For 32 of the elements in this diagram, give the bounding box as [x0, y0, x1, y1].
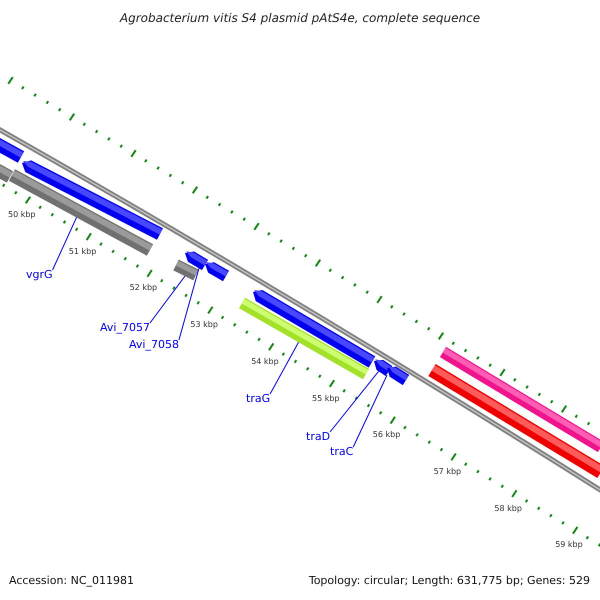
- gene-bar: [239, 298, 369, 380]
- gene-bar: [0, 135, 24, 163]
- leader-line: [52, 216, 78, 270]
- gene-block: [205, 262, 229, 282]
- gene-bar: [8, 169, 154, 256]
- leader-line: [149, 276, 186, 324]
- gene-bar: [428, 364, 600, 478]
- gene-block: [387, 366, 410, 386]
- gene-label: vgrG: [26, 269, 53, 280]
- footer-text: Topology: circular; Length: 631,775 bp; Genes: 529: [308, 575, 590, 586]
- gene-block: [185, 251, 208, 270]
- scale-label: 55 kbp: [312, 394, 340, 402]
- scale-label: 58 kbp: [494, 504, 522, 513]
- gene-label: traG: [246, 393, 270, 404]
- leader-line: [352, 374, 388, 448]
- scale-label: 53 kbp: [190, 321, 218, 330]
- gene-label: Avi_7058: [129, 339, 179, 350]
- scale-label: 59 kbp: [555, 541, 583, 550]
- leader-line: [270, 342, 300, 394]
- scale-label: 50 kbp: [8, 211, 36, 219]
- scale-label: 54 kbp: [251, 358, 279, 366]
- scale-label: 51 kbp: [68, 248, 96, 256]
- scale-label: 57 kbp: [434, 468, 462, 476]
- leader-line: [178, 268, 200, 340]
- map-title: Agrobacterium vitis S4 plasmid pAtS4e, complete sequence: [118, 12, 482, 24]
- footer-text: Accession: NC_011981: [9, 575, 134, 586]
- scale-label: 56 kbp: [372, 431, 400, 440]
- scale-label: 52 kbp: [130, 284, 158, 292]
- gene-label: traD: [306, 431, 330, 442]
- gene-label: traC: [330, 446, 354, 457]
- leader-line: [330, 370, 380, 432]
- gene-label: Avi_7057: [100, 322, 150, 333]
